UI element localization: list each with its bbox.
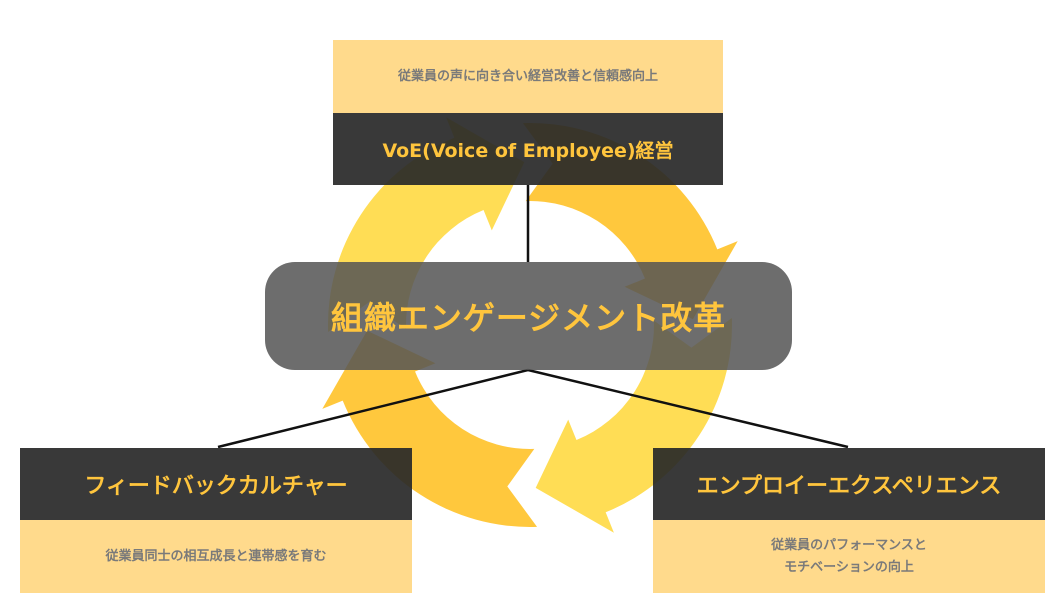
connector-left <box>217 368 529 449</box>
left-title: フィードバックカルチャー <box>20 448 412 520</box>
left-description: 従業員同士の相互成長と連帯感を育む <box>20 520 412 593</box>
top-description: 従業員の声に向き合い経営改善と信頼感向上 <box>333 40 723 113</box>
arrow-bottom-right-icon <box>535 317 732 533</box>
right-description-line1: 従業員のパフォーマンスと <box>771 537 927 553</box>
right-description-line2: モチベーションの向上 <box>784 559 914 575</box>
top-title: VoE(Voice of Employee)経営 <box>333 113 723 185</box>
connector-right <box>527 368 849 449</box>
right-description: 従業員のパフォーマンスと モチベーションの向上 <box>653 520 1045 593</box>
right-title: エンプロイーエクスペリエンス <box>653 448 1045 520</box>
center-title: 組織エンゲージメント改革 <box>265 262 792 370</box>
arrow-bottom-left-icon <box>322 330 538 527</box>
